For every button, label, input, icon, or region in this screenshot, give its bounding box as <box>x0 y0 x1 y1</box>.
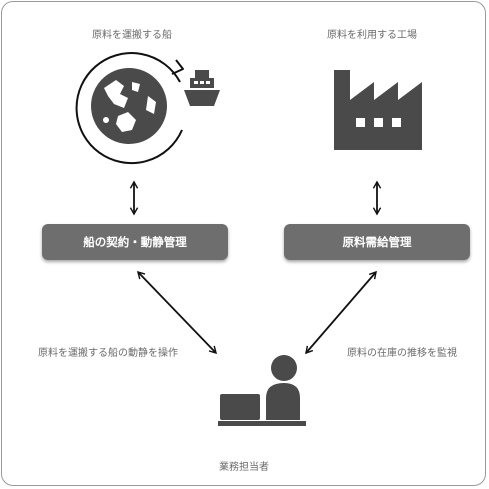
inventory-monitor-label: 原料の在庫の推移を監視 <box>347 348 457 359</box>
ship-icon <box>184 70 220 106</box>
ship-contract-box: 船の契約・動静管理 <box>42 224 228 260</box>
cycle-arrow-icon <box>75 52 184 165</box>
ship-operation-label: 原料を運搬する船の動静を操作 <box>38 348 178 359</box>
factory-label: 原料を利用する工場 <box>327 30 417 41</box>
globe-icon <box>91 68 167 144</box>
material-supply-box: 原料需給管理 <box>284 224 470 260</box>
left-box-to-person-arrow <box>136 270 218 355</box>
person-icon <box>266 355 300 420</box>
ship-label: 原料を運搬する船 <box>92 30 172 41</box>
right-box-to-person-arrow <box>305 270 377 355</box>
person-label: 業務担当者 <box>219 462 269 473</box>
factory-icon <box>334 70 422 150</box>
laptop-icon <box>218 394 306 426</box>
